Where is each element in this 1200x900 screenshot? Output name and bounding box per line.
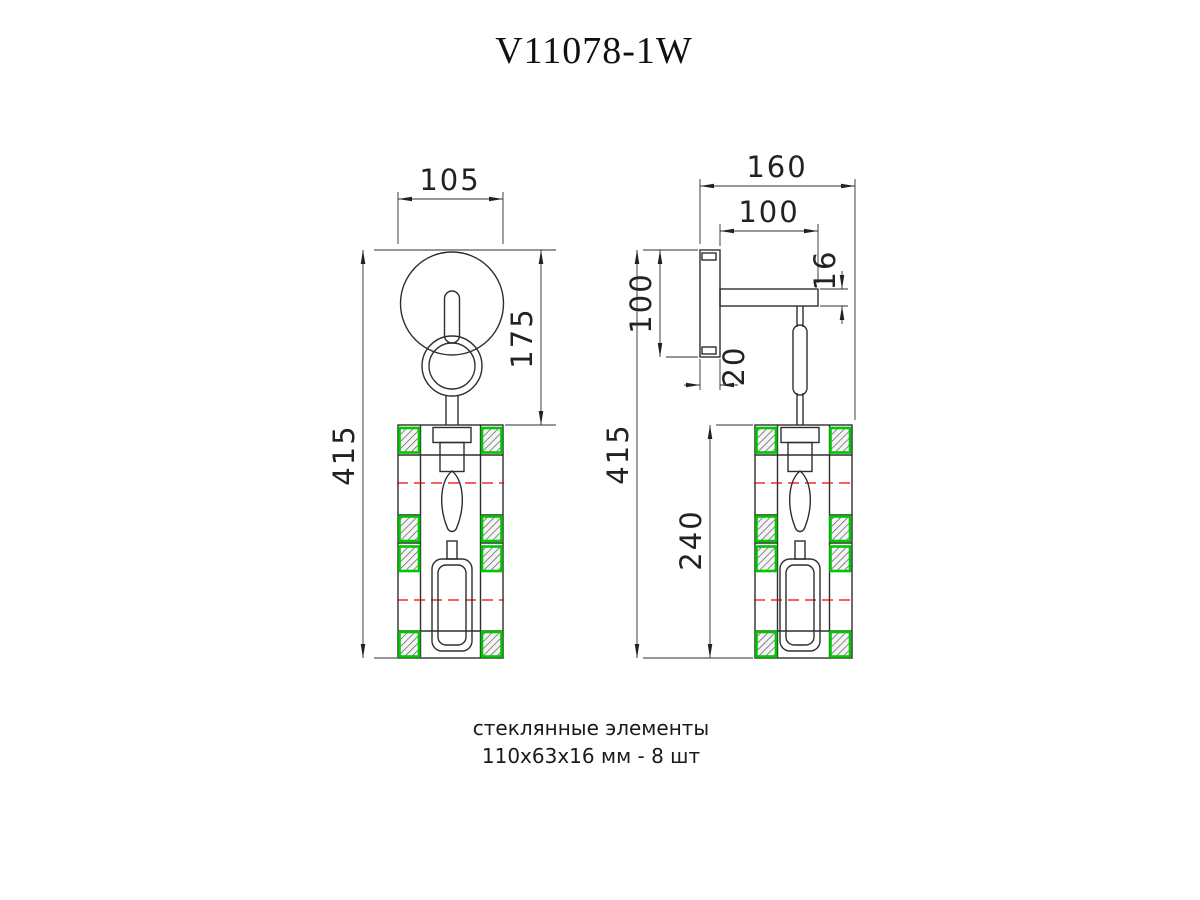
glass-holder-block: [829, 630, 852, 658]
hanging-ring-inner: [428, 342, 476, 390]
dim-plate-height-label: 100: [624, 272, 658, 333]
glass-holder-block: [755, 426, 778, 454]
socket-cap: [780, 426, 820, 444]
note-line-1: стеклянные элементы: [473, 716, 709, 740]
glass-holder-block: [480, 545, 503, 573]
side-view: 160 100 100 16 20 415 240: [601, 150, 856, 659]
glass-holder-block: [480, 630, 503, 658]
glass-holder-block: [480, 426, 503, 454]
front-view: 105 415 175: [327, 163, 556, 659]
note-line-2: 110х63х16 мм - 8 шт: [482, 744, 701, 768]
hanging-ring-outer: [421, 335, 483, 397]
lower-glass-inner: [785, 564, 815, 646]
body-outline: [754, 424, 853, 659]
canopy-circle: [399, 251, 505, 356]
dim-front-width-label: 105: [419, 163, 480, 197]
glass-holder-block: [755, 515, 778, 543]
glass-holder-block: [398, 545, 421, 573]
rod-link: [792, 324, 808, 396]
mounting-arm: [719, 288, 819, 307]
dim-arm-length-label: 100: [738, 195, 799, 229]
dim-arm-thickness-label: 16: [808, 250, 842, 291]
bulb: [789, 470, 811, 533]
page-title: V11078-1W: [495, 30, 693, 72]
wall-plate: [699, 249, 721, 358]
glass-holder-block: [398, 515, 421, 543]
glass-holder-block: [829, 545, 852, 573]
dim-side-depth-label: 160: [746, 150, 807, 184]
glass-holder-block: [755, 630, 778, 658]
glass-holder-block: [829, 426, 852, 454]
lamp-socket: [787, 441, 813, 473]
glass-holder-block: [398, 630, 421, 658]
mount-slot: [701, 252, 717, 261]
glass-holder-block: [398, 426, 421, 454]
glass-holder-block: [829, 515, 852, 543]
chain-link: [443, 290, 461, 344]
dim-front-height-label: 415: [327, 424, 361, 485]
stem: [446, 540, 458, 560]
dim-side-height-label: 415: [601, 423, 635, 484]
lower-glass-outer: [431, 558, 473, 652]
stem: [794, 540, 806, 560]
glass-holder-block: [480, 515, 503, 543]
dim-body-height-label: 240: [674, 509, 708, 570]
mount-slot: [701, 346, 717, 355]
body-outline: [397, 424, 504, 659]
glass-holder-block: [755, 545, 778, 573]
lower-glass-outer: [779, 558, 821, 652]
socket-cap: [432, 426, 472, 444]
dim-plate-thickness-label: 20: [717, 346, 751, 387]
lamp-socket: [439, 441, 465, 473]
bulb: [441, 470, 463, 533]
lower-glass-inner: [437, 564, 467, 646]
dim-front-upper-label: 175: [505, 307, 539, 368]
